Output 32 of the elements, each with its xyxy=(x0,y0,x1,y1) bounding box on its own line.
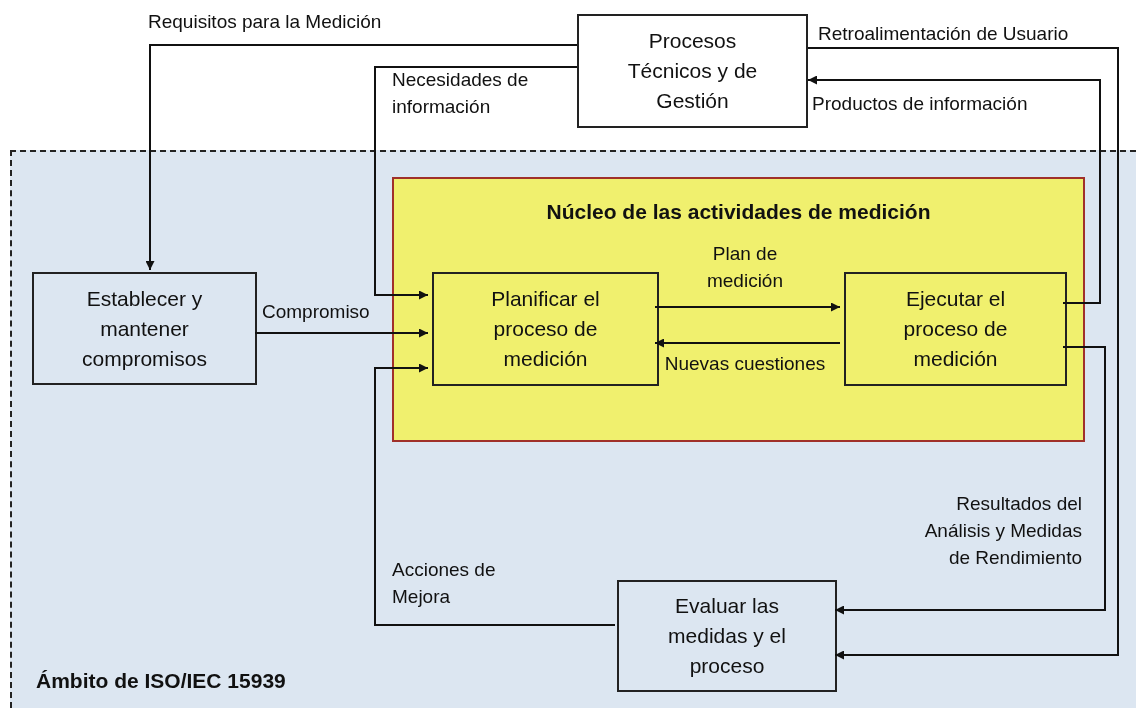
scope-area xyxy=(10,150,1136,708)
process-label: Procesos Técnicos y de Gestión xyxy=(626,28,759,114)
core-panel xyxy=(392,177,1085,442)
arrow xyxy=(254,328,429,338)
edge-label: Resultados del Análisis y Medidas de Rendimiento xyxy=(923,492,1082,570)
process-label: Evaluar las medidas y el proceso xyxy=(667,593,787,679)
edge-label: Retroalimentación de Usuario xyxy=(818,22,1070,46)
process-box xyxy=(577,14,808,128)
edge-label: Compromiso xyxy=(262,300,371,324)
process-label: Planificar el proceso de medición xyxy=(490,286,601,372)
process-box xyxy=(32,272,257,385)
arrow xyxy=(834,346,1106,615)
process-box xyxy=(617,580,837,692)
process-box xyxy=(844,272,1067,386)
process-box xyxy=(432,272,659,386)
arrow xyxy=(145,44,578,271)
edge-label: Productos de información xyxy=(812,92,1029,116)
arrow xyxy=(807,75,1101,304)
arrow xyxy=(374,363,616,626)
arrow xyxy=(654,302,841,312)
edge-label: Necesidades de información xyxy=(392,68,530,119)
panel-title: Núcleo de las actividades de medición xyxy=(545,199,932,225)
edge-label: Acciones de Mejora xyxy=(392,558,497,609)
arrow xyxy=(807,47,1119,660)
arrow xyxy=(654,338,841,348)
scope-title: Ámbito de ISO/IEC 15939 xyxy=(36,668,286,694)
process-label: Ejecutar el proceso de medición xyxy=(902,286,1009,372)
edge-label: Plan de medición xyxy=(705,242,784,293)
arrow xyxy=(374,66,578,300)
edge-label: Requisitos para la Medición xyxy=(148,10,383,34)
edge-label: Nuevas cuestiones xyxy=(663,352,827,376)
process-label: Establecer y mantener compromisos xyxy=(81,285,208,372)
